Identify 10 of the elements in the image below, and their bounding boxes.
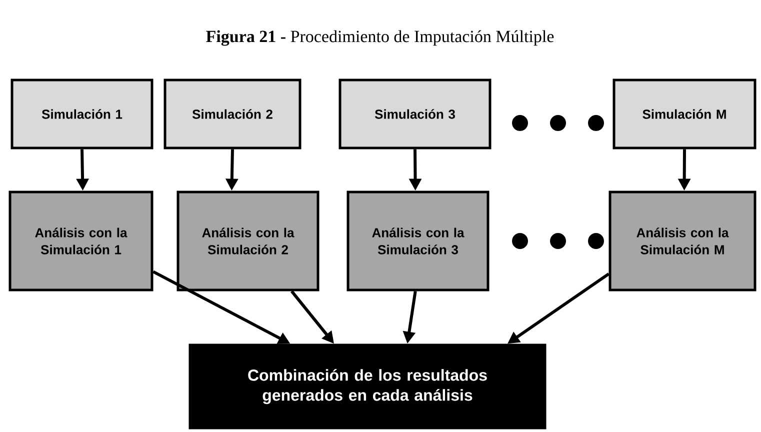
process-box: Simulación 2 xyxy=(164,78,302,150)
analysis-box: Análisis con la Simulación M xyxy=(608,190,756,292)
analysis-box: Análisis con la Simulación 3 xyxy=(346,190,490,292)
result-box: Combinación de los resultados generados en cada análisis xyxy=(188,344,546,430)
process-box: Simulación 1 xyxy=(10,78,154,150)
analysis-box: Análisis con la Simulación 2 xyxy=(176,190,320,292)
analysis-box: Análisis con la Simulación 1 xyxy=(8,190,154,292)
figure-title: Figura 21 - Procedimiento de Imputación Múltiple xyxy=(206,30,554,46)
process-box: Simulación M xyxy=(612,78,756,150)
process-box: Simulación 3 xyxy=(338,78,492,150)
